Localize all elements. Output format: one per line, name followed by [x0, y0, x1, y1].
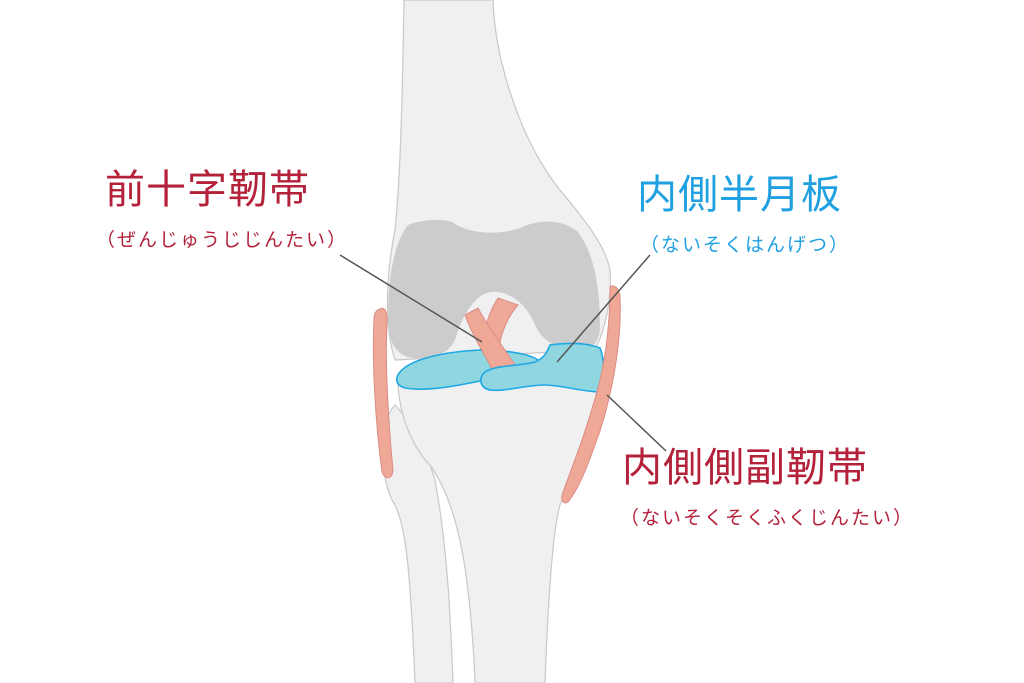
meniscus-reading: （ないそくはんげつ） — [640, 234, 851, 256]
acl-reading: （ぜんじゅうじじんたい） — [96, 229, 349, 251]
mcl-title: 内側側副靭帯 — [622, 445, 868, 491]
mcl-label: 内側側副靭帯 — [622, 448, 868, 488]
acl-leader-line — [339, 254, 483, 343]
acl-label: 前十字靭帯 — [105, 170, 310, 210]
lateral-collateral-ligament — [372, 307, 394, 479]
meniscus-reading-label: （ないそくはんげつ） — [640, 236, 850, 255]
mcl-reading-label: （ないそくそくふくじんたい） — [620, 509, 914, 528]
mcl-reading: （ないそくそくふくじんたい） — [620, 507, 915, 529]
meniscus-label: 内側半月板 — [637, 175, 842, 215]
meniscus-leader-line — [556, 254, 651, 363]
acl-title: 前十字靭帯 — [105, 167, 310, 213]
meniscus-title: 内側半月板 — [637, 172, 842, 218]
fibula — [381, 404, 454, 683]
femoral-condyles — [388, 219, 600, 359]
medial-collateral-ligament — [561, 285, 621, 504]
mcl-leader-line — [606, 394, 667, 452]
acl-reading-label: （ぜんじゅうじじんたい） — [96, 231, 348, 250]
